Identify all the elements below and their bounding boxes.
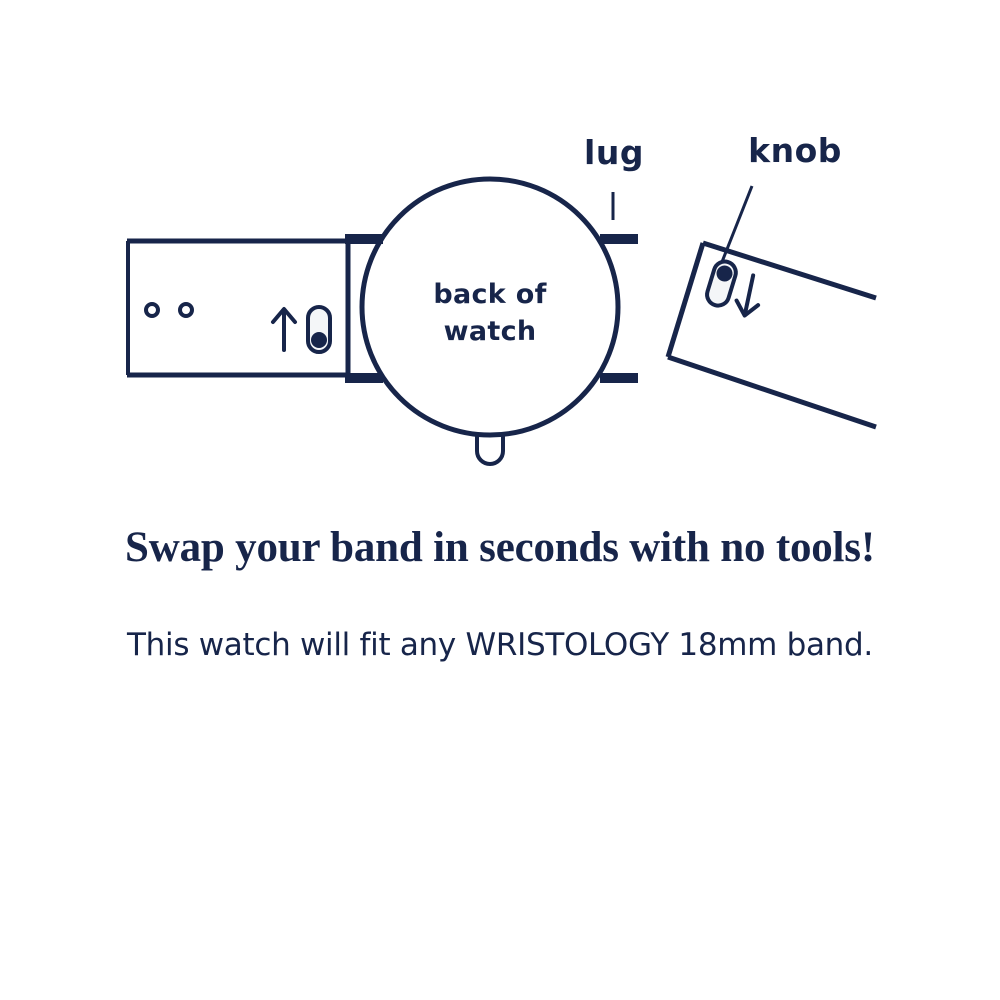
watch-label-line-2: watch [444, 316, 537, 347]
band-hole-1 [144, 302, 160, 318]
quick-release-slider[interactable] [306, 305, 332, 354]
pull-down-arrow-shaft [742, 273, 756, 317]
knob-dot [716, 265, 733, 282]
knob-callout: knob [716, 131, 842, 273]
right-band [665, 240, 877, 430]
watch-body: back of watch [345, 176, 638, 466]
watch-crown [475, 435, 505, 466]
pull-down-arrow-head [734, 298, 761, 318]
watch-band-swap-diagram: back of watch lug knob [126, 131, 877, 466]
band-hole-2 [178, 302, 194, 318]
band-adjustment-holes [144, 302, 194, 318]
left-band [126, 236, 351, 381]
push-up-arrow-icon [271, 307, 297, 352]
subline-text: This watch will fit any WRISTOLOGY 18mm … [127, 627, 873, 664]
pull-down-arrow-icon [734, 273, 761, 318]
push-up-arrow-head [271, 307, 297, 324]
lug-label: lug [584, 133, 644, 172]
knob-leader-line [716, 185, 754, 273]
knob-label: knob [748, 131, 842, 170]
right-band-top-edge [702, 240, 877, 301]
caption-block: Swap your band in seconds with no tools!… [0, 524, 1000, 664]
watch-label-line-1: back of [433, 279, 546, 310]
lug-callout: lug [584, 133, 644, 220]
quick-release-knob[interactable] [704, 259, 738, 308]
watch-case-circle [359, 176, 621, 438]
diagram-container: back of watch lug knob [126, 131, 877, 466]
right-band-bottom-edge [667, 354, 877, 430]
right-band-end-cap [665, 242, 706, 358]
slider-knob-dot [311, 332, 327, 348]
headline-text: Swap your band in seconds with no tools! [125, 524, 875, 571]
